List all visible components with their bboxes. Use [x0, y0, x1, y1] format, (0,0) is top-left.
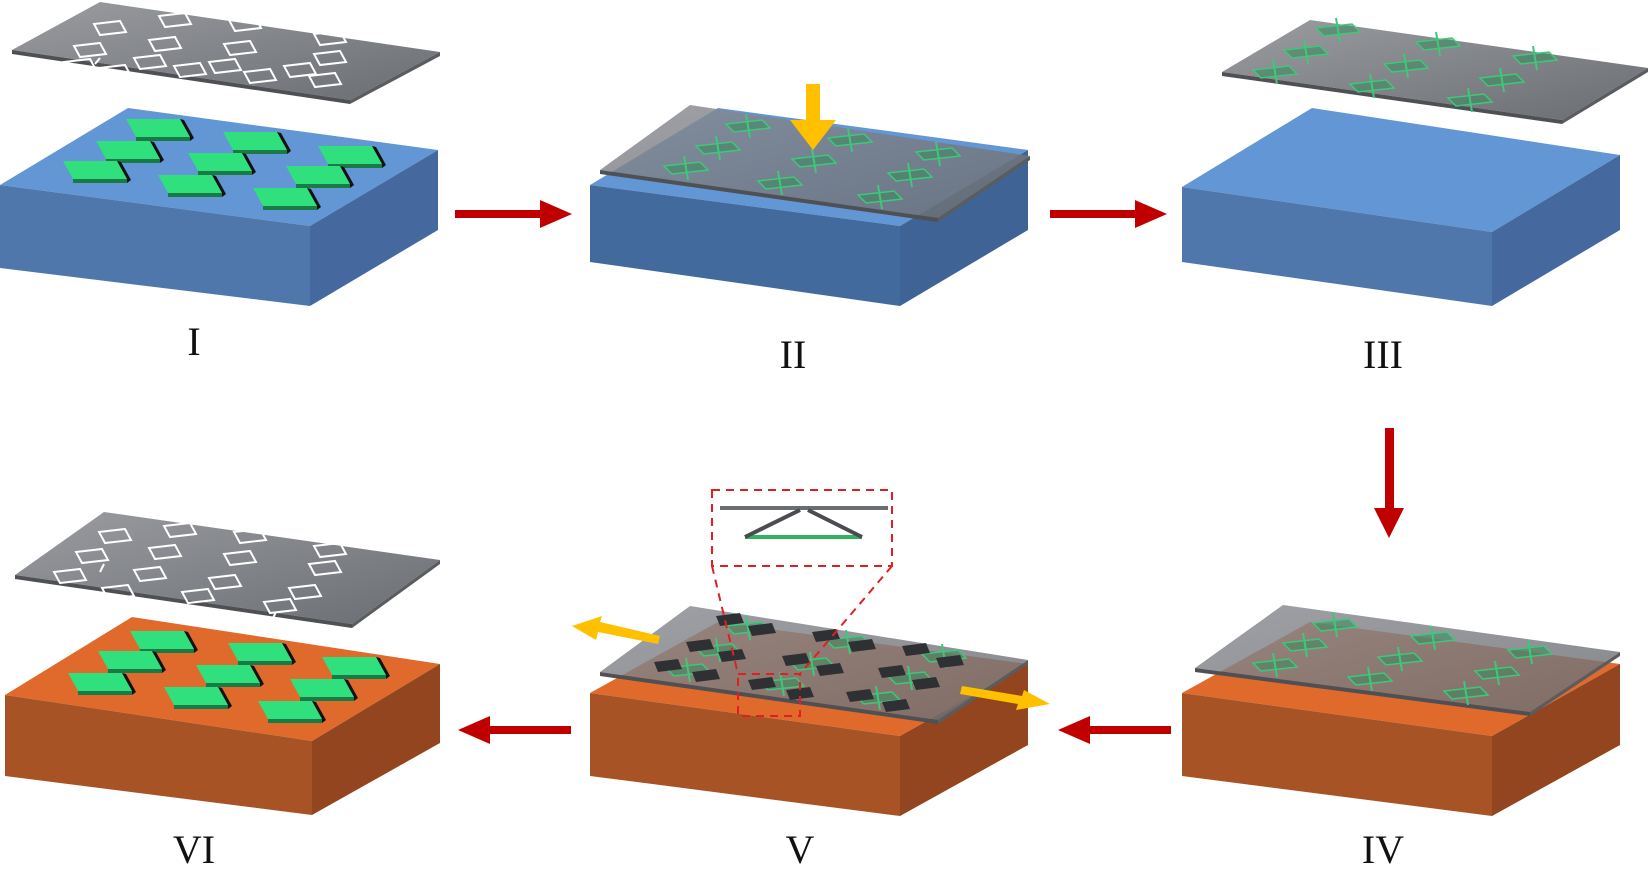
arrow-3-to-4	[1374, 428, 1404, 538]
stage-label-5: V	[785, 827, 815, 872]
pull-arrow-left	[572, 616, 660, 644]
ring-pattern	[53, 522, 347, 621]
stage-label-6: VI	[172, 827, 216, 872]
patterned-plate	[1195, 605, 1620, 716]
arrow-5-to-6	[458, 716, 571, 744]
stage-6-group	[5, 512, 440, 815]
stage-1-group	[0, 2, 440, 306]
arrow-4-to-5	[1058, 716, 1171, 744]
orange-substrate	[5, 617, 440, 815]
patterned-plate	[600, 105, 1030, 222]
press-arrow	[790, 84, 836, 150]
blue-substrate	[0, 108, 438, 306]
stage-5-group	[572, 489, 1050, 816]
patterned-plate	[15, 512, 440, 628]
arrow-2-to-3	[1050, 200, 1167, 228]
patterned-plate	[1222, 17, 1648, 124]
stage-4-group	[1182, 605, 1620, 816]
magnified-inset	[711, 489, 893, 717]
stage-label-3: III	[1363, 332, 1403, 377]
stage-3-group	[1182, 17, 1648, 306]
stage-label-1: I	[187, 319, 201, 364]
stage-label-4: IV	[1361, 827, 1405, 872]
stage-label-2: II	[779, 332, 807, 377]
stage-2-group	[590, 84, 1030, 306]
patterned-plate	[12, 2, 440, 105]
blue-substrate	[1182, 108, 1620, 306]
ring-pattern	[63, 12, 347, 105]
pull-arrow-right	[960, 686, 1050, 710]
arrow-1-to-2	[455, 200, 572, 228]
